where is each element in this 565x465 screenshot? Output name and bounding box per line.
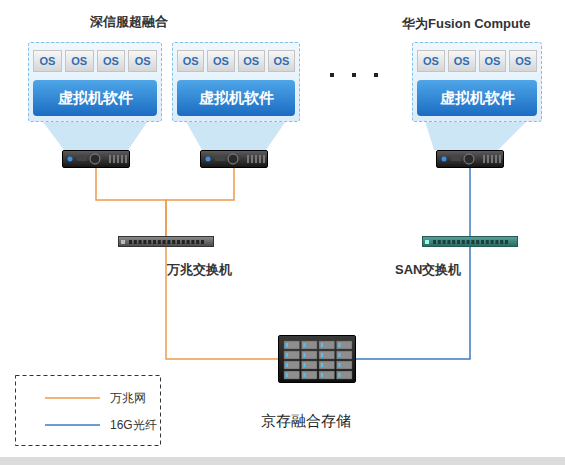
os-tile: OS xyxy=(417,50,445,72)
device-art xyxy=(423,237,519,248)
os-label: OS xyxy=(39,55,55,67)
os-label: OS xyxy=(183,55,199,67)
os-tile: OS xyxy=(268,50,295,72)
storage-array: 京存融合存储 xyxy=(278,335,356,383)
device-art xyxy=(178,51,205,73)
device-art xyxy=(33,80,157,116)
os-tile: OS xyxy=(479,50,507,72)
os-label: OS xyxy=(71,55,87,67)
network-switch: 万兆交换机 xyxy=(118,236,214,247)
os-label: OS xyxy=(243,55,259,67)
server-unit xyxy=(200,150,268,168)
network-link xyxy=(166,247,278,359)
projection-shape xyxy=(424,118,530,150)
network-link xyxy=(166,168,234,236)
os-label: OS xyxy=(273,55,289,67)
device-art xyxy=(239,51,266,73)
os-label: OS xyxy=(103,55,119,67)
footer-bar xyxy=(0,457,565,465)
server-unit xyxy=(436,150,504,168)
os-tile: OS xyxy=(65,50,94,72)
vm-host-group: OS OS OS OS 虚拟机软件 xyxy=(412,42,542,122)
device-art xyxy=(279,336,357,384)
legend-sample-line xyxy=(45,424,100,426)
legend-text: 万兆网 xyxy=(110,390,146,407)
device-label: 京存融合存储 xyxy=(261,412,351,431)
vm-host-group: OS OS OS OS 虚拟机软件 xyxy=(172,42,300,122)
vm-software-band: 虚拟机软件 xyxy=(33,80,157,116)
device-art xyxy=(480,51,508,73)
band-label: 虚拟机软件 xyxy=(58,89,133,108)
projection-shape xyxy=(40,118,150,150)
device-art xyxy=(119,237,215,248)
device-label: 万兆交换机 xyxy=(167,261,232,279)
os-tile: OS xyxy=(33,50,62,72)
network-link xyxy=(356,247,470,359)
os-tile: OS xyxy=(448,50,476,72)
os-label: OS xyxy=(454,55,470,67)
vm-software-band: 虚拟机软件 xyxy=(417,80,537,116)
os-label: OS xyxy=(135,55,151,67)
ellipsis-dot xyxy=(330,73,334,77)
legend-text: 16G光纤 xyxy=(110,417,157,434)
device-art xyxy=(98,51,127,73)
os-tile: OS xyxy=(509,50,537,72)
san-switch: SAN交换机 xyxy=(422,236,518,247)
network-link xyxy=(469,168,471,236)
device-art xyxy=(177,80,295,116)
device-art xyxy=(208,51,235,73)
device-art xyxy=(510,51,538,73)
os-label: OS xyxy=(213,55,229,67)
device-label: SAN交换机 xyxy=(395,261,461,279)
projection-shape xyxy=(184,118,288,150)
device-art xyxy=(437,151,505,169)
device-art xyxy=(417,80,537,116)
band-label: 虚拟机软件 xyxy=(440,89,515,108)
os-label: OS xyxy=(484,55,500,67)
device-art xyxy=(66,51,95,73)
os-tile: OS xyxy=(238,50,265,72)
os-tile: OS xyxy=(177,50,204,72)
network-link xyxy=(96,168,166,236)
ellipsis-dot xyxy=(352,73,356,77)
legend-frame xyxy=(16,376,161,446)
os-label: OS xyxy=(423,55,439,67)
group-heading: 华为Fusion Compute xyxy=(402,15,531,33)
os-tile: OS xyxy=(207,50,234,72)
server-unit xyxy=(62,150,130,168)
device-art xyxy=(63,151,131,169)
os-label: OS xyxy=(515,55,531,67)
band-label: 虚拟机软件 xyxy=(199,89,274,108)
device-art xyxy=(269,51,296,73)
device-art xyxy=(449,51,477,73)
vm-host-group: OS OS OS OS 虚拟机软件 xyxy=(28,42,162,122)
legend-sample-line xyxy=(45,397,100,399)
os-tile: OS xyxy=(128,50,157,72)
device-art xyxy=(418,51,446,73)
device-art xyxy=(201,151,269,169)
ellipsis-dot xyxy=(374,73,378,77)
device-art xyxy=(129,51,158,73)
os-tile: OS xyxy=(97,50,126,72)
vm-software-band: 虚拟机软件 xyxy=(177,80,295,116)
device-art xyxy=(34,51,63,73)
group-heading: 深信服超融合 xyxy=(90,13,168,31)
